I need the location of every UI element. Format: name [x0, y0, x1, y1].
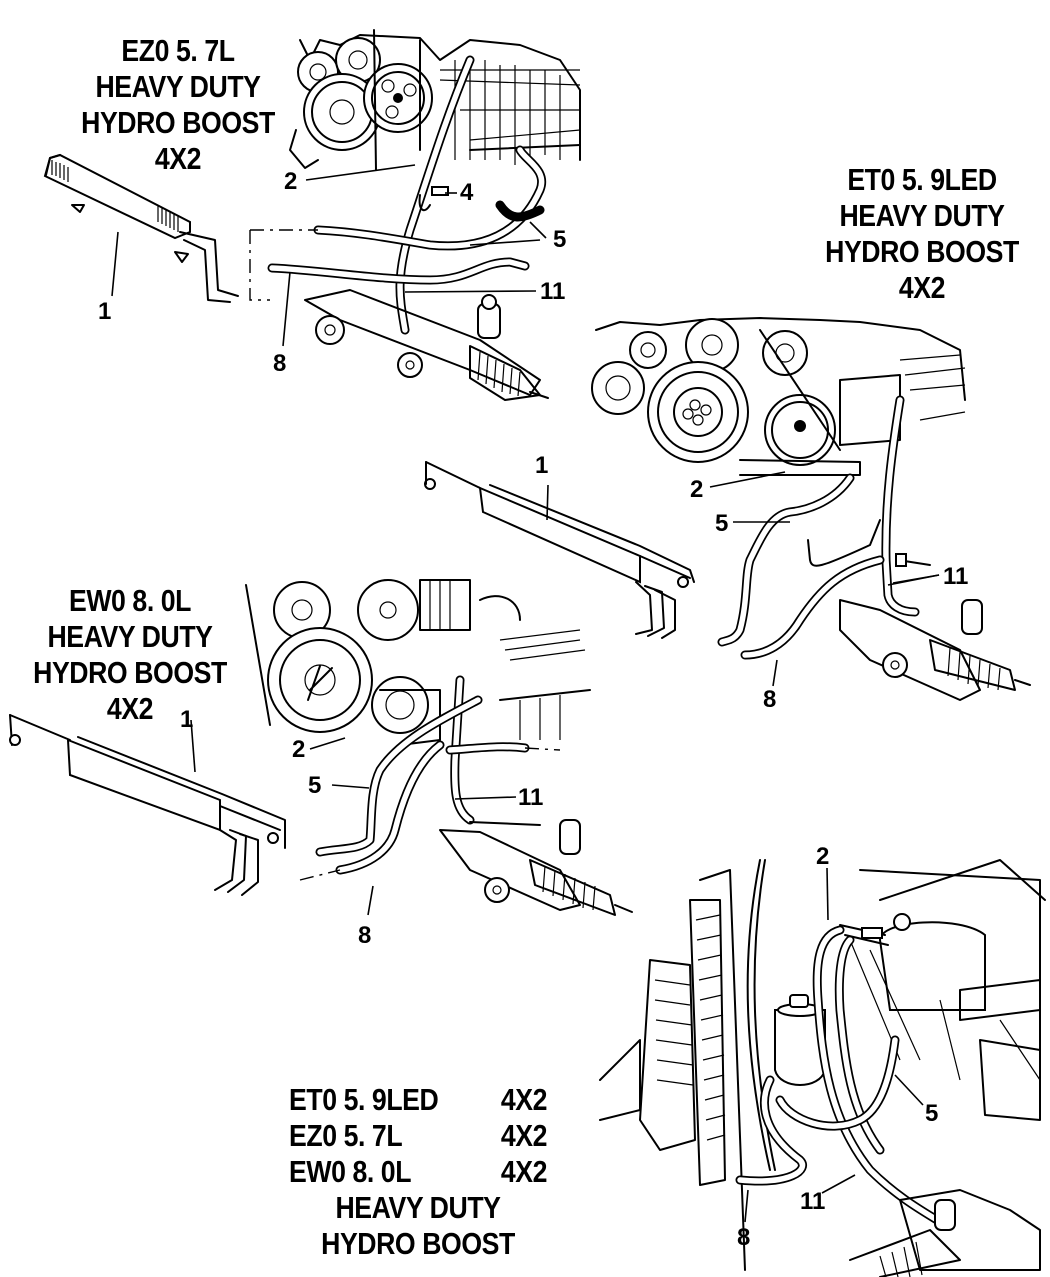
- steering-gear-icon: [839, 599, 1031, 701]
- callout-1: 1: [98, 298, 112, 325]
- callout-8: 8: [273, 350, 287, 377]
- title-drive: 4X2: [500, 1082, 548, 1117]
- title-line: HEAVY DUTY: [95, 69, 261, 104]
- engine-pulleys-icon: [289, 29, 581, 171]
- title-engine: EW0 8. 0L: [289, 1154, 412, 1189]
- callout-5: 5: [715, 510, 729, 537]
- callout-11: 11: [518, 784, 544, 811]
- callout-8: 8: [763, 686, 777, 713]
- callout-8: 8: [358, 922, 372, 949]
- title-engine: EZ0 5. 7L: [289, 1118, 403, 1153]
- panel-ez0-title: EZ0 5. 7L HEAVY DUTY HYDRO BOOST 4X2: [70, 33, 287, 177]
- panel-et0-artwork: [424, 317, 1031, 701]
- callout-1: 1: [535, 452, 549, 479]
- title-line: HEAVY DUTY: [47, 619, 213, 654]
- callout-5: 5: [308, 772, 322, 799]
- engine-pulleys-icon: [245, 579, 591, 746]
- power-steering-cooler-icon: [424, 461, 695, 639]
- leader-lines: [111, 164, 940, 1223]
- title-line: HYDRO BOOST: [33, 655, 227, 690]
- title-line: HYDRO BOOST: [321, 1226, 515, 1261]
- title-line: 4X2: [106, 691, 154, 726]
- title-row: ET0 5. 9LED 4X2: [289, 1082, 547, 1118]
- steering-gear-icon: [304, 289, 549, 401]
- callout-5: 5: [925, 1100, 939, 1127]
- panel-et0-title: ET0 5. 9LED HEAVY DUTY HYDRO BOOST 4X2: [815, 162, 1028, 306]
- callout-2: 2: [816, 843, 830, 870]
- callout-1: 1: [180, 706, 194, 733]
- title-line: ET0 5. 9LED: [847, 162, 997, 197]
- title-drive: 4X2: [500, 1154, 548, 1189]
- callout-2: 2: [284, 168, 298, 195]
- title-engine: ET0 5. 9LED: [289, 1082, 439, 1117]
- panel-all-artwork: [599, 859, 1046, 1277]
- title-drive: 4X2: [500, 1118, 548, 1153]
- steering-gear-icon: [849, 1189, 1041, 1277]
- callout-5: 5: [553, 226, 567, 253]
- callout-11: 11: [800, 1188, 826, 1215]
- callout-2: 2: [690, 476, 704, 503]
- title-line: HEAVY DUTY: [335, 1190, 501, 1225]
- engine-pulleys-icon: [591, 317, 966, 476]
- title-line: 4X2: [898, 270, 946, 305]
- title-line: 4X2: [154, 141, 202, 176]
- power-steering-cooler-icon: [43, 153, 239, 303]
- title-line: HYDRO BOOST: [825, 234, 1019, 269]
- panel-ew0-title: EW0 8. 0L HEAVY DUTY HYDRO BOOST 4X2: [23, 583, 236, 727]
- callout-11: 11: [540, 278, 566, 305]
- panel-ez0-artwork: [43, 29, 581, 401]
- power-steering-cooler-icon: [9, 714, 286, 896]
- callout-2: 2: [292, 736, 306, 763]
- steering-gear-icon: [439, 819, 633, 916]
- radiator-icon: [599, 859, 776, 1271]
- callout-4: 4: [460, 179, 474, 206]
- title-line: EW0 8. 0L: [68, 583, 192, 618]
- callout-11: 11: [943, 563, 969, 590]
- panel-all-title: ET0 5. 9LED 4X2 EZ0 5. 7L 4X2 EW0 8. 0L …: [289, 1082, 547, 1262]
- title-line: HEAVY DUTY: [839, 198, 1005, 233]
- panel-ew0-artwork: [9, 579, 633, 916]
- callout-8: 8: [737, 1224, 751, 1251]
- title-row: EW0 8. 0L 4X2: [289, 1154, 547, 1190]
- title-line: EZ0 5. 7L: [121, 33, 235, 68]
- title-row: EZ0 5. 7L 4X2: [289, 1118, 547, 1154]
- title-line: HYDRO BOOST: [81, 105, 275, 140]
